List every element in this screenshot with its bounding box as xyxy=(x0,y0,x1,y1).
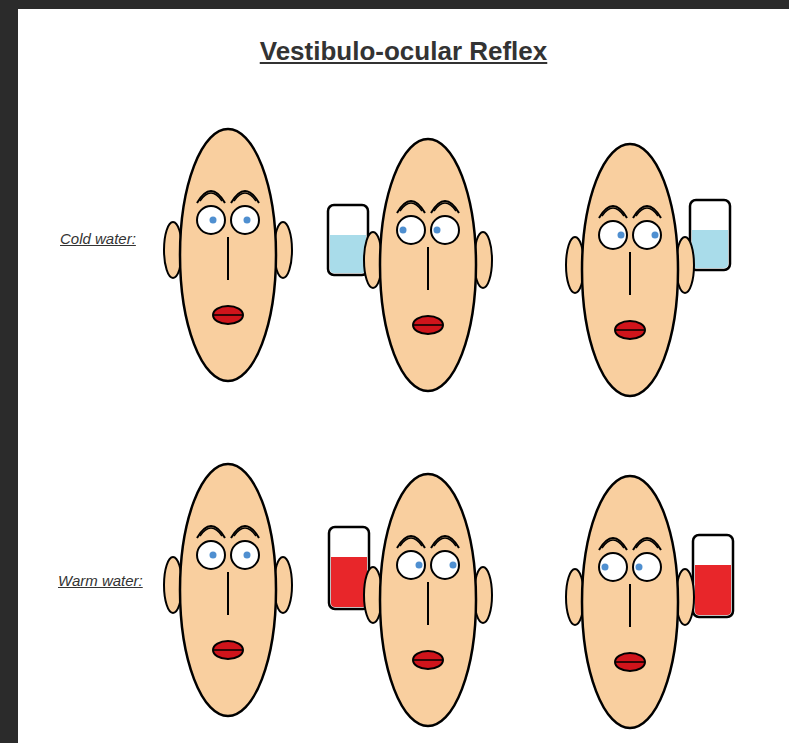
row-label: Cold water: xyxy=(60,230,170,247)
cold-water-cup xyxy=(328,205,368,275)
face xyxy=(164,464,292,716)
frame-edge xyxy=(0,0,18,743)
row-label: Warm water: xyxy=(58,572,168,589)
cold-water-cup xyxy=(690,200,730,270)
warm-water-cup xyxy=(329,527,369,609)
face xyxy=(364,139,492,391)
frame-edge xyxy=(0,0,789,9)
face xyxy=(566,144,694,396)
face xyxy=(164,129,292,381)
warm-water-cup xyxy=(693,535,733,617)
face xyxy=(364,474,492,726)
face xyxy=(566,476,694,728)
diagram-title: Vestibulo-ocular Reflex xyxy=(18,36,789,67)
